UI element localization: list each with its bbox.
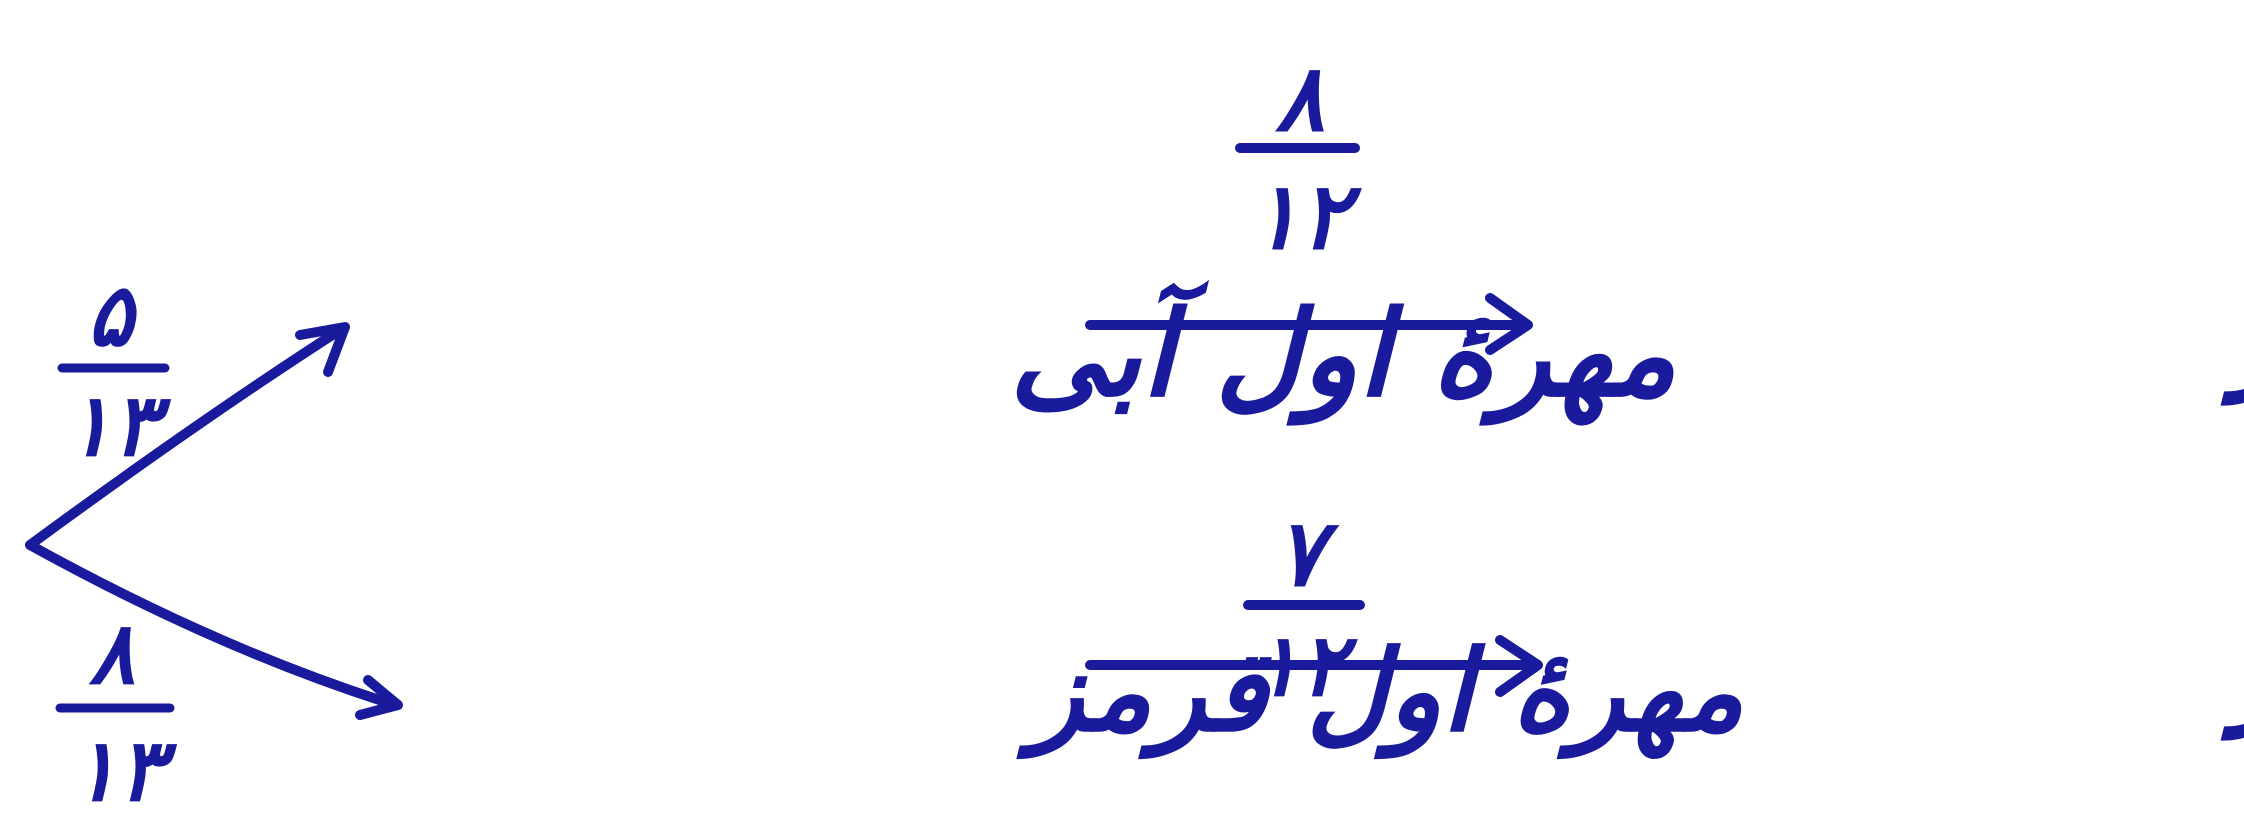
edge-arrowhead-top: [1485, 293, 1533, 355]
fraction-numerator: ۵: [87, 266, 139, 366]
root-branches: [25, 322, 403, 720]
fraction-branch-top: ۵ ۱۳: [57, 266, 172, 476]
node-first-red: مهرهٔ اول قرمز: [1016, 627, 1744, 760]
fraction-denominator: ۱۳: [66, 376, 172, 476]
fraction-numerator: ۸: [88, 604, 135, 704]
branch-line-top: [25, 325, 345, 550]
edge-arrowhead-bottom: [1495, 635, 1543, 697]
fraction-denominator: ۱۲: [1251, 163, 1362, 270]
branch-arrowhead-top: [295, 322, 350, 377]
fraction-numerator: ۷: [1275, 500, 1340, 607]
node-first-blue: مهرهٔ اول آبی: [1010, 279, 1676, 426]
branch-arrowhead-bottom: [355, 675, 403, 720]
fraction-numerator: ۸: [1274, 45, 1324, 152]
edge-top: ۸ ۱۲: [1085, 45, 1533, 355]
node-second-red-top: مهرهٔ دوم قرمز: [2220, 265, 2244, 406]
node-second-red-bottom: مهرهٔ دوم قرمز: [2220, 600, 2244, 741]
branch-line-bottom: [25, 540, 400, 710]
fraction-branch-bottom: ۸ ۱۳: [55, 604, 178, 813]
fraction-denominator: ۱۳: [72, 721, 178, 813]
